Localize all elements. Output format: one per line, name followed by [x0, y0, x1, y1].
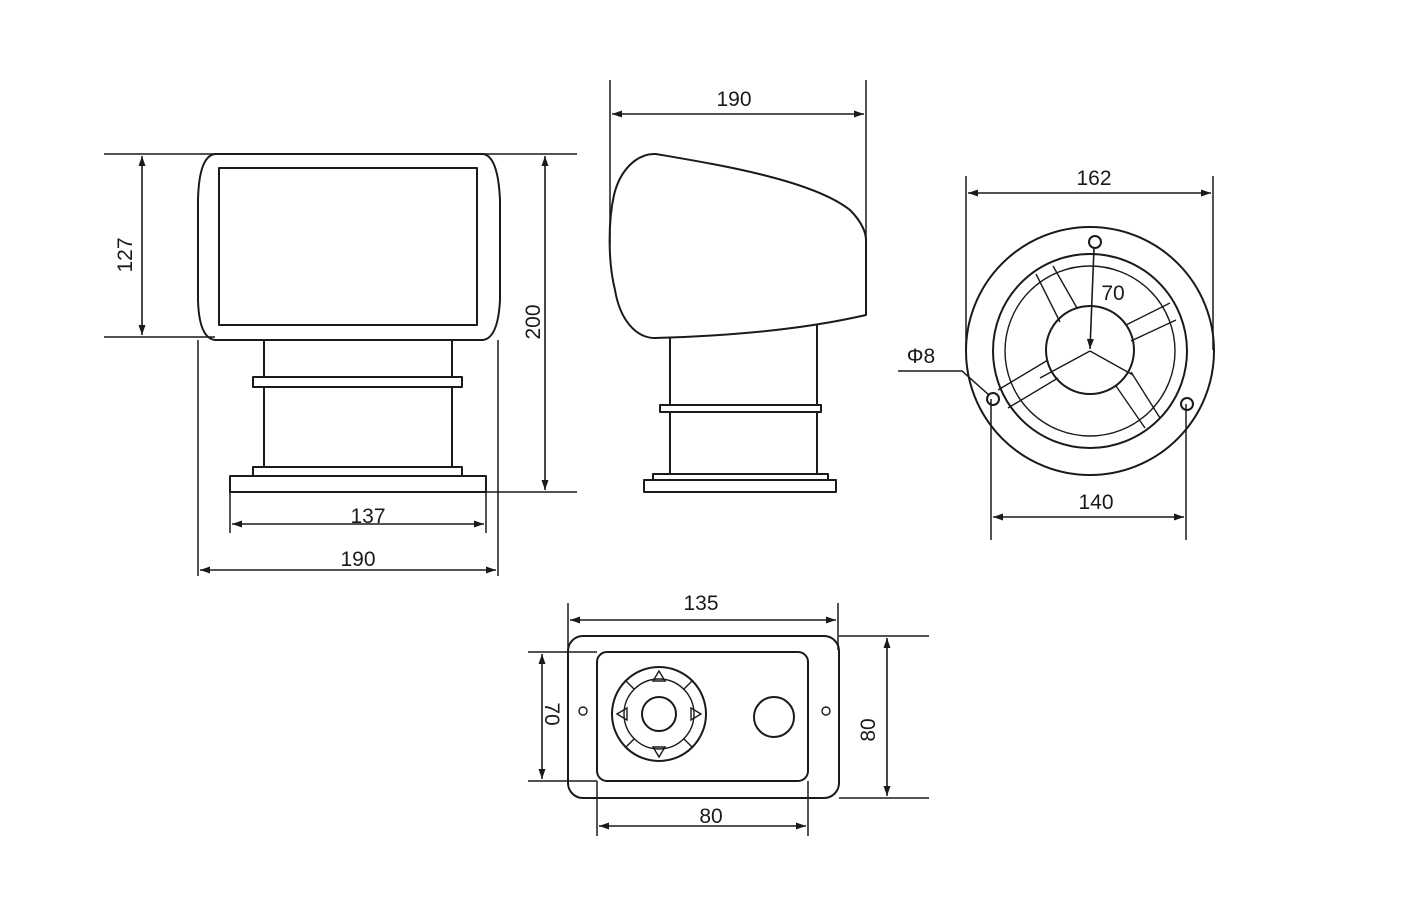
dim-label-80-width: 80: [699, 805, 722, 828]
side-view-head: [608, 152, 867, 339]
dim-label-190-front: 190: [340, 548, 375, 571]
dim-label-127: 127: [114, 237, 137, 272]
control-panel-frame: [567, 635, 840, 799]
side-view-ring: [659, 404, 822, 413]
dim-label-70-panel: 70: [540, 702, 563, 725]
front-view-head: [197, 153, 501, 341]
leader-phi8: [898, 370, 990, 396]
front-view-lens: [218, 167, 478, 326]
dim-label-200: 200: [522, 304, 545, 339]
top-view: 70 Φ8 162 140: [898, 167, 1215, 540]
arrow-left-icon: [615, 706, 628, 722]
dim-line-70-radius: [1086, 247, 1095, 350]
top-view-hub: [1045, 305, 1135, 395]
side-view: 190: [608, 80, 867, 493]
arrow-right-icon: [690, 706, 703, 722]
power-button: [753, 696, 795, 738]
top-view-bolt-hole-top: [1088, 235, 1102, 249]
top-view-inner-ring: [992, 253, 1188, 449]
dim-label-135: 135: [683, 592, 718, 615]
control-panel: 135 70 80 80: [528, 592, 929, 836]
control-panel-face: [596, 651, 809, 782]
dim-label-70-radius: 70: [1101, 282, 1124, 305]
mount-hole-right: [821, 706, 831, 716]
front-view-base: [229, 475, 487, 493]
direction-pad: [611, 666, 707, 762]
side-view-base: [643, 479, 837, 493]
dim-label-190-side: 190: [716, 88, 751, 111]
dim-label-137: 137: [350, 505, 385, 528]
front-view: 127 200 137 190: [104, 153, 577, 576]
front-view-ring: [252, 376, 463, 388]
dim-label-162: 162: [1076, 167, 1111, 190]
top-view-bolt-hole-right: [1180, 397, 1194, 411]
arrow-up-icon: [651, 669, 667, 682]
top-view-outer-ring: [965, 226, 1215, 476]
center-button: [641, 696, 677, 732]
dim-label-phi8: Φ8: [907, 345, 935, 368]
dim-label-140: 140: [1078, 491, 1113, 514]
mount-hole-left: [578, 706, 588, 716]
dim-label-80-height: 80: [857, 718, 880, 741]
arrow-down-icon: [651, 746, 667, 759]
top-view-bolt-hole-left: [986, 392, 1000, 406]
